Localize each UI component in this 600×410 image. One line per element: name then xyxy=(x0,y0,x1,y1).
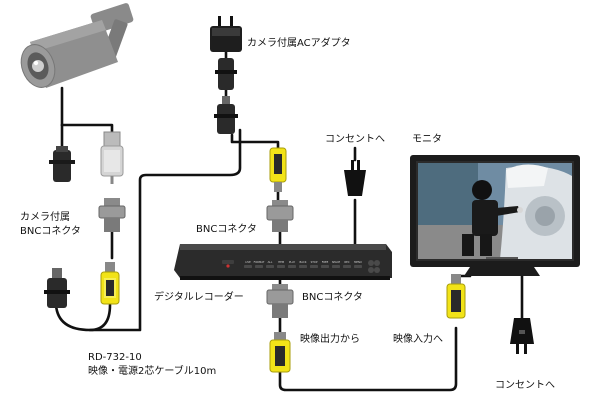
outlet-plug-top-icon xyxy=(344,160,366,196)
recorder-button-menu xyxy=(354,265,362,268)
output-to-monitor xyxy=(278,326,458,392)
camera-power-socket xyxy=(214,96,238,134)
recorder-button-free xyxy=(321,265,329,268)
bottom-bnc-adapter xyxy=(266,284,294,318)
recorder-button-label: ALL xyxy=(268,260,273,264)
recorder-button-label: FREE xyxy=(322,260,329,264)
recorder-button-label: LIVE xyxy=(245,260,251,264)
recorder-button-label: SPACE xyxy=(332,260,341,264)
camera-to-recorder-cable xyxy=(230,133,280,150)
security-camera-icon xyxy=(20,3,134,88)
camera-power-jack xyxy=(49,146,75,182)
recorder-button-item xyxy=(277,265,285,268)
recorder-button-label: MENU xyxy=(354,260,362,264)
video-out-label: 映像出力から xyxy=(300,334,360,345)
recorder-button-format xyxy=(255,265,263,268)
camera-split-cable xyxy=(60,123,114,134)
camera-bnc-label-line2: BNCコネクタ xyxy=(20,226,81,237)
adapter-label: カメラ付属ACアダプタ xyxy=(247,38,351,49)
outlet-bottom-label: コンセントへ xyxy=(495,380,555,391)
cable-label-line2: 映像・電源2芯ケーブル10m xyxy=(88,366,217,377)
bnc-top-label: BNCコネクタ xyxy=(196,224,257,235)
camera-bnc-label-line1: カメラ付属 xyxy=(20,212,70,223)
recorder-button-label: BACK xyxy=(299,260,306,264)
recorder-button-rec xyxy=(343,265,351,268)
recorder-button-space xyxy=(332,265,340,268)
monitor-icon xyxy=(410,155,580,276)
recorder-button-label: FORMAT xyxy=(254,260,265,264)
recorder-button-label: ITEM xyxy=(278,260,284,264)
bottom-rca-plug xyxy=(269,332,291,373)
top-rca-plug xyxy=(269,147,287,192)
siamese-cable-lower xyxy=(88,303,112,332)
bnc-bottom-label: BNCコネクタ xyxy=(302,292,363,303)
recorder-button-play xyxy=(288,265,296,268)
top-bnc-adapter xyxy=(266,200,294,232)
lower-power-plug xyxy=(44,268,70,308)
recorder-button-stop xyxy=(310,265,318,268)
recorder-button-label: REC xyxy=(344,260,349,264)
recorder-dpad-icon xyxy=(368,260,380,273)
monitor-screen-image xyxy=(418,163,572,259)
outlet-top-label: コンセントへ xyxy=(325,134,385,145)
adapter-power-plug xyxy=(215,58,237,90)
camera-bnc-plug xyxy=(100,131,124,184)
lower-rca-plug xyxy=(100,262,120,305)
outlet-plug-bottom-icon xyxy=(510,318,534,354)
monitor-rca-plug xyxy=(446,274,466,319)
monitor-label: モニタ xyxy=(412,134,442,145)
cable-label-line1: RD-732-10 xyxy=(88,352,142,363)
camera-bnc-adapter xyxy=(98,198,126,232)
recorder-button-back xyxy=(299,265,307,268)
recorder-button-label: STOP xyxy=(311,260,318,264)
recorder-label: デジタルレコーダー xyxy=(154,292,244,303)
recorder-button-label: PLAY xyxy=(289,260,296,264)
ac-adapter-icon xyxy=(210,16,242,52)
siamese-cable-power xyxy=(54,128,242,332)
recorder-button-all xyxy=(266,265,274,268)
recorder-button-live xyxy=(244,265,252,268)
video-in-label: 映像入力へ xyxy=(393,334,443,345)
